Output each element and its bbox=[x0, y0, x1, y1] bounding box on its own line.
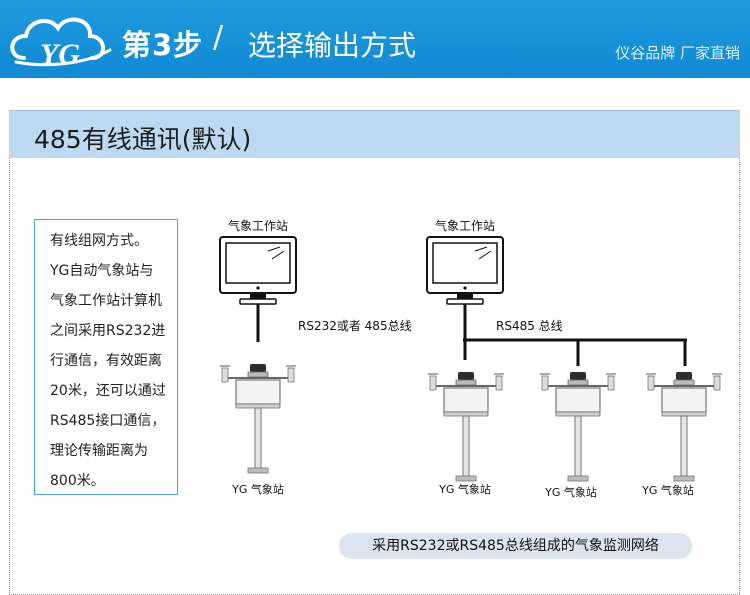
description-line: 20米，还可以通过 bbox=[50, 383, 166, 399]
panel-title: 485有线通讯(默认) bbox=[34, 125, 252, 154]
header-banner: YG 第3步 / 选择输出方式 仪谷品牌 厂家直销 bbox=[0, 0, 750, 78]
step-subtitle: 选择输出方式 bbox=[248, 29, 417, 62]
rs485-label: RS485 总线 bbox=[496, 319, 563, 333]
description-line: 理论传输距离为 bbox=[50, 443, 148, 459]
diagram-caption: 采用RS232或RS485总线组成的气象监测网络 bbox=[339, 533, 692, 559]
station-label: YG 气象站 bbox=[544, 485, 597, 499]
description-line: 有线组网方式。 bbox=[50, 233, 148, 249]
panel-header: 485有线通讯(默认) bbox=[9, 110, 740, 159]
weather-station-icon bbox=[427, 371, 505, 482]
station-label: YG 气象站 bbox=[438, 482, 491, 496]
description-line: 800米。 bbox=[50, 473, 105, 489]
description-line: 气象工作站计算机 bbox=[50, 293, 162, 309]
description-line: RS485接口通信， bbox=[50, 413, 166, 429]
step-separator: / bbox=[213, 20, 224, 55]
workstation-label: 气象工作站 bbox=[228, 218, 288, 233]
station-label: YG 气象站 bbox=[641, 483, 694, 497]
description-line: 之间采用RS232进 bbox=[50, 323, 166, 339]
logo-text: YG bbox=[40, 38, 80, 71]
brand-slogan: 仪谷品牌 厂家直销 bbox=[615, 44, 740, 62]
weather-station-icon bbox=[219, 363, 297, 474]
description-box: 有线组网方式。 YG自动气象站与 气象工作站计算机 之间采用RS232进 行通信… bbox=[34, 219, 178, 495]
yg-logo: YG bbox=[10, 17, 112, 71]
rs232-label: RS232或者 485总线 bbox=[298, 319, 412, 333]
description-line: YG自动气象站与 bbox=[50, 263, 154, 279]
weather-station-icon bbox=[645, 371, 723, 482]
description-line: 行通信，有效距离 bbox=[50, 353, 162, 369]
weather-station-icon bbox=[539, 371, 617, 482]
station-label: YG 气象站 bbox=[231, 482, 284, 496]
step-title: 第3步 bbox=[122, 28, 204, 62]
workstation-label: 气象工作站 bbox=[435, 218, 495, 233]
computer-icon bbox=[426, 236, 504, 305]
computer-icon bbox=[219, 236, 297, 305]
